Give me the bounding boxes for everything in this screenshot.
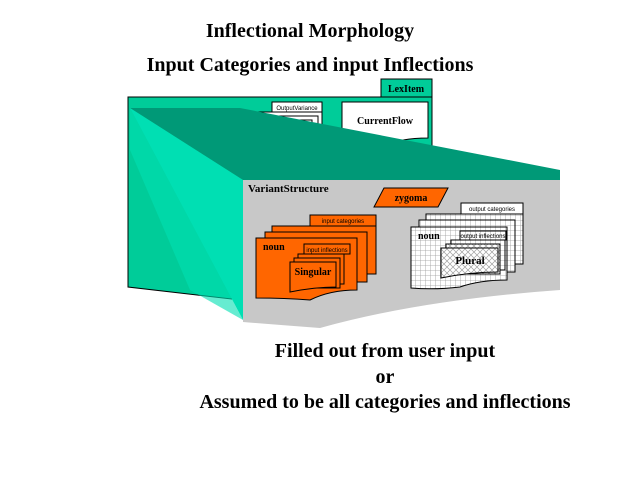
diagram-subtitle: Input Categories and input Inflections bbox=[146, 54, 474, 76]
output-noun-label: noun bbox=[418, 231, 440, 242]
footer-line-1: Filled out from user input bbox=[274, 340, 496, 362]
plural-card bbox=[440, 247, 499, 279]
footer-line-2: or bbox=[375, 366, 395, 388]
output-stack: output categories noun output inflection… bbox=[410, 202, 524, 290]
variant-structure-label: VariantStructure bbox=[248, 183, 329, 195]
output-inflections-label: output inflections bbox=[460, 234, 505, 240]
zygoma-label: zygoma bbox=[395, 193, 428, 204]
footer-line-3: Assumed to be all categories and inflect… bbox=[199, 391, 571, 413]
input-stack: input categories noun input inflections … bbox=[255, 214, 377, 301]
diagram-title: Inflectional Morphology bbox=[205, 20, 415, 42]
zygoma-shape: zygoma bbox=[373, 187, 449, 208]
singular-card bbox=[289, 261, 337, 293]
current-flow-label: CurrentFlow bbox=[357, 116, 414, 127]
input-categories-label: input categories bbox=[322, 219, 364, 225]
zoom-projection-top bbox=[130, 108, 560, 180]
plural-label: Plural bbox=[455, 255, 484, 267]
singular-label: Singular bbox=[295, 267, 332, 278]
lexitem-label: LexItem bbox=[388, 84, 425, 95]
input-inflections-label: input inflections bbox=[306, 248, 347, 254]
output-categories-label: output categories bbox=[469, 207, 515, 213]
output-variance-label: OutputVariance bbox=[276, 106, 318, 112]
input-noun-label: noun bbox=[263, 242, 285, 253]
